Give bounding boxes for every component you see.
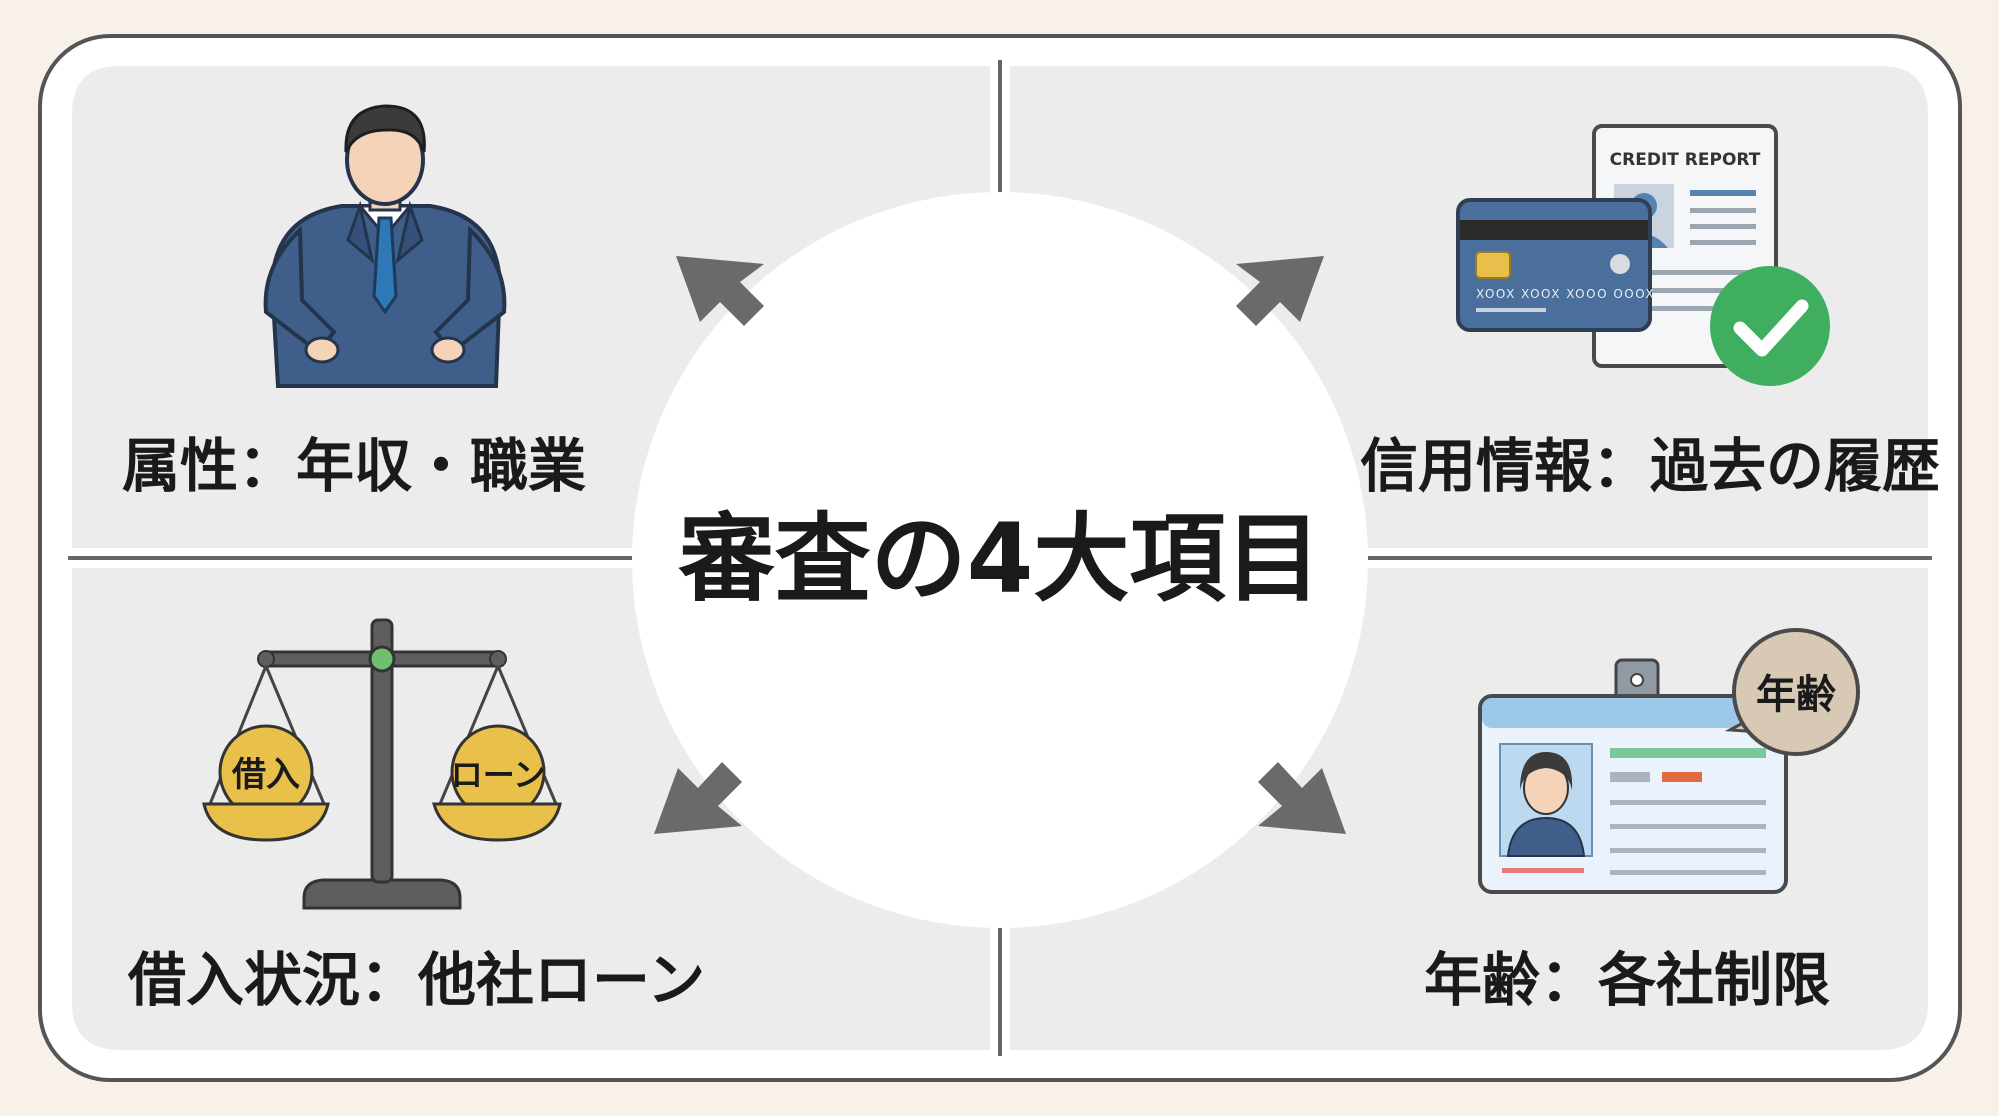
quadrant-label-credit: 信用情報：過去の履歴	[1360, 432, 1940, 500]
id-card-icon	[1478, 658, 1788, 894]
main-title: 審査の4大項目	[678, 503, 1322, 615]
scale-icon: 借入 ローン	[202, 618, 562, 910]
card-number: XOOX XOOX XOOO OOOX	[1476, 287, 1655, 301]
quadrant-label-age: 年齢：各社制限	[1424, 946, 1830, 1014]
businessman-icon	[263, 104, 507, 388]
arrows	[654, 256, 1346, 834]
arrow-top-left-icon	[676, 256, 764, 326]
checkmark-icon	[1710, 266, 1830, 386]
arrow-bottom-right-icon	[1258, 762, 1346, 834]
quadrant-label-attribute: 属性：年収・職業	[122, 432, 586, 500]
scale-right-label: ローン	[451, 756, 545, 794]
arrow-bottom-left-icon	[654, 762, 742, 834]
credit-card-icon: XOOX XOOX XOOO OOOX	[1456, 198, 1655, 332]
center-circle	[632, 192, 1368, 928]
scale-left-label: 借入	[231, 755, 300, 795]
age-badge-label: 年齢	[1756, 672, 1836, 718]
quadrant-label-borrowing: 借入状況：他社ローン	[127, 946, 705, 1014]
credit-report-header: CREDIT REPORT	[1610, 150, 1761, 170]
age-speech-bubble: 年齢	[1724, 628, 1860, 756]
arrow-top-right-icon	[1236, 256, 1324, 326]
